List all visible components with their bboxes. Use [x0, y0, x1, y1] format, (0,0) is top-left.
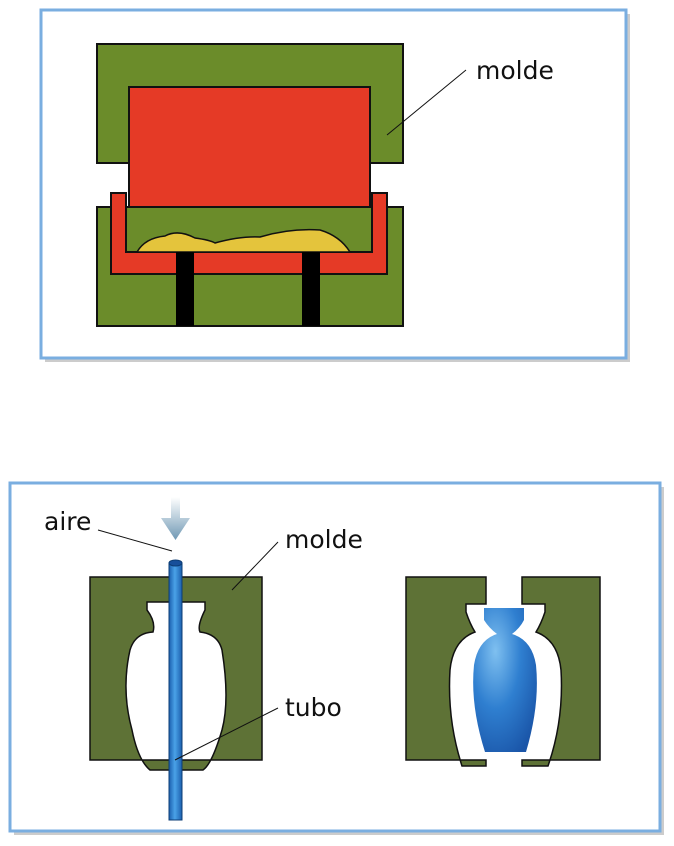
mold-open-right-half	[521, 576, 601, 767]
ejector-pin-left	[176, 252, 194, 326]
mold-pointer-line	[231, 541, 279, 591]
tube-opening	[168, 559, 183, 567]
blown-vase	[473, 608, 537, 752]
molding-powder	[135, 228, 352, 253]
ejector-pin-right	[302, 252, 320, 326]
air-label: aire	[44, 507, 91, 536]
air-pointer-line	[97, 529, 173, 552]
air-arrow-icon	[161, 497, 190, 540]
compression-molding-panel: molde	[39, 8, 630, 362]
mold-closed	[89, 576, 263, 771]
mold-label: molde	[285, 525, 363, 554]
mold-label: molde	[476, 56, 554, 85]
tube-pointer-line	[174, 707, 279, 761]
tube-label: tubo	[285, 693, 342, 722]
mold-pointer-line	[386, 69, 467, 136]
blow-molding-panel: aire molde tubo	[8, 481, 664, 835]
mold-open-left-half	[405, 576, 487, 767]
tube	[168, 562, 183, 821]
